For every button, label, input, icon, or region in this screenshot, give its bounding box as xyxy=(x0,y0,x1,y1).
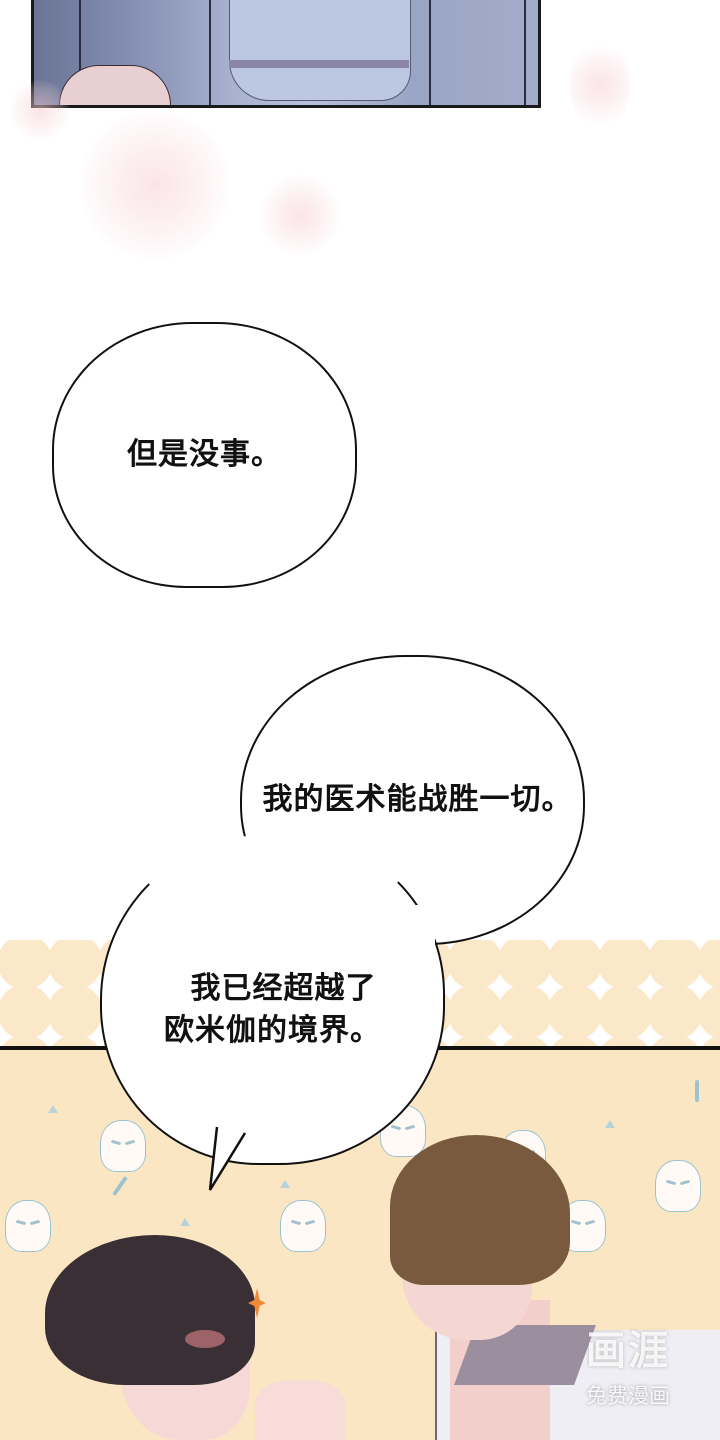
triangle-pattern-icon xyxy=(605,1120,615,1128)
knife-pattern-icon xyxy=(695,1080,699,1102)
petal-blur xyxy=(80,110,230,260)
left-character-hair xyxy=(45,1235,255,1385)
bubble-1-text: 但是没事。 xyxy=(127,437,282,472)
watermark-subtitle: 免费漫画 xyxy=(586,1384,670,1408)
petal-blur xyxy=(570,40,630,130)
cat-pattern-icon xyxy=(655,1160,701,1212)
top-comic-panel xyxy=(31,0,541,108)
speech-bubble-1: 但是没事。 xyxy=(52,322,357,588)
touching-hands xyxy=(255,1380,345,1440)
cat-pattern-icon xyxy=(280,1200,326,1252)
cat-pattern-icon xyxy=(5,1200,51,1252)
bubble-3-text-block: 我已经超越了 欧米伽的境界。 xyxy=(164,968,381,1052)
bubble-seam-cover xyxy=(245,905,435,965)
bubble-2-text: 我的医术能战胜一切。 xyxy=(262,782,573,817)
bubble-3-line-2: 欧米伽的境界。 xyxy=(164,1013,381,1048)
watermark: 画涯 免费漫画 xyxy=(568,1318,688,1410)
triangle-pattern-icon xyxy=(48,1105,58,1113)
bubble-3-line-1: 我已经超越了 xyxy=(190,971,377,1006)
knife-pattern-icon xyxy=(112,1175,128,1197)
hand-illustration xyxy=(59,65,171,105)
cat-pattern-icon xyxy=(100,1120,146,1172)
fabric-fold-line xyxy=(79,0,81,105)
fabric-fold-line xyxy=(209,0,211,105)
fabric-fold-line xyxy=(524,0,526,105)
triangle-pattern-icon xyxy=(280,1180,290,1188)
triangle-pattern-icon xyxy=(180,1218,190,1226)
bubble-tail xyxy=(208,1125,250,1191)
right-character-hair xyxy=(390,1135,570,1285)
petal-blur xyxy=(260,175,340,255)
sleeve-band xyxy=(229,60,409,68)
fabric-fold-line xyxy=(429,0,431,105)
watermark-logo: 画涯 xyxy=(586,1328,670,1374)
petal-blur xyxy=(10,80,70,140)
blush-mark xyxy=(185,1330,225,1348)
speech-bubble-3: 我已经超越了 欧米伽的境界。 xyxy=(100,835,445,1165)
sleeve-cuff xyxy=(229,0,411,101)
